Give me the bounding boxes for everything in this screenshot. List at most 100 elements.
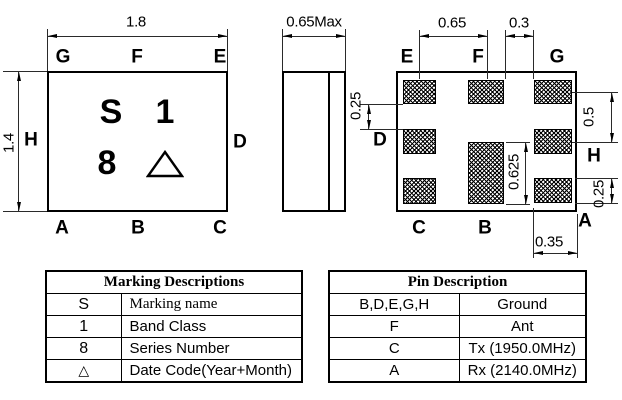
extension-line	[533, 30, 535, 79]
top-view-pin-label-f: F	[131, 46, 143, 68]
package-body-top-view	[47, 71, 228, 212]
extension-line	[572, 92, 618, 94]
marking-description: Marking name	[120, 293, 303, 316]
date-code-triangle-icon	[146, 150, 184, 178]
marking-description: Date Code(Year+Month)	[120, 359, 303, 383]
bottom-view-pin-label-d: D	[373, 129, 387, 151]
pin-name: F	[328, 315, 460, 338]
dimension-line	[534, 253, 577, 255]
arrowhead	[283, 34, 292, 38]
marking-symbol: S	[45, 293, 122, 316]
pin-function: Ant	[458, 315, 587, 338]
dimension-line	[506, 36, 533, 38]
top-view-pin-label-c: C	[213, 217, 227, 239]
extension-line	[575, 178, 618, 180]
arrowhead	[478, 34, 487, 38]
table-row: 8 Series Number	[45, 337, 303, 360]
pin-name: A	[328, 359, 460, 383]
top-view-pin-label-b: B	[131, 217, 145, 239]
extension-line	[506, 142, 530, 144]
extension-line	[3, 211, 47, 213]
extension-line	[3, 71, 47, 73]
table-header-row: Marking Descriptions	[45, 270, 303, 294]
pad-d	[403, 129, 436, 154]
arrowhead	[523, 143, 528, 152]
bottom-view-pin-label-e: E	[400, 46, 414, 68]
dim-row-pitch-y: 0.5	[580, 107, 598, 127]
extension-line	[487, 30, 489, 79]
pin-description-table: Pin Description B,D,E,G,H Ground F Ant C…	[328, 270, 587, 383]
top-view-pin-label-g: G	[55, 46, 71, 68]
marking-char-s: S	[99, 93, 123, 131]
extension-line	[575, 203, 618, 205]
marking-description: Series Number	[120, 337, 303, 360]
dimension-line	[18, 72, 20, 211]
arrowhead	[366, 120, 371, 129]
dim-pad-gap-x: 0.3	[509, 14, 529, 32]
table-row: 1 Band Class	[45, 315, 303, 338]
top-view-pin-label-a: A	[55, 217, 69, 239]
arrowhead	[609, 194, 614, 203]
arrowhead	[48, 34, 57, 38]
arrowhead	[336, 34, 345, 38]
arrowhead	[609, 179, 614, 188]
pad-h	[534, 129, 572, 154]
top-view-pin-label-h: H	[24, 129, 38, 151]
table-row: S Marking name	[45, 293, 303, 316]
arrowhead	[568, 251, 577, 255]
table-row: C Tx (1950.0MHz)	[328, 337, 587, 360]
dim-max-thickness: 0.65Max	[286, 13, 342, 31]
pad-f	[468, 80, 504, 104]
extension-line	[577, 214, 579, 258]
pin-table-title: Pin Description	[328, 270, 587, 294]
extension-line	[572, 142, 618, 144]
side-view-cap-line	[328, 73, 330, 210]
dimension-line	[368, 105, 370, 129]
dim-body-height: 1.4	[0, 133, 18, 153]
extension-line	[360, 129, 403, 131]
dimension-line	[525, 143, 527, 204]
dim-pad-a-width: 0.35	[535, 233, 563, 251]
dimension-line	[420, 36, 487, 38]
marking-table-title: Marking Descriptions	[45, 270, 303, 294]
arrowhead	[609, 133, 614, 142]
marking-symbol: 8	[45, 337, 122, 360]
marking-description: Band Class	[120, 315, 303, 338]
top-view-pin-label-e: E	[213, 46, 227, 68]
table-row: A Rx (2140.0MHz)	[328, 359, 587, 383]
extension-line	[360, 104, 403, 106]
arrowhead	[523, 195, 528, 204]
pin-function: Tx (1950.0MHz)	[458, 337, 587, 360]
extension-line	[227, 29, 229, 71]
dimension-line	[611, 93, 613, 142]
dimension-line	[48, 36, 227, 38]
table-row: F Ant	[328, 315, 587, 338]
dimension-line	[611, 179, 613, 203]
pin-name: B,D,E,G,H	[328, 293, 460, 316]
pad-g	[534, 80, 572, 104]
pin-function: Ground	[458, 293, 587, 316]
arrowhead	[420, 34, 429, 38]
extension-line	[419, 30, 421, 79]
marking-symbol-triangle: △	[45, 359, 122, 383]
arrowhead	[506, 34, 515, 38]
marking-char-8: 8	[97, 144, 117, 182]
bottom-view-pin-label-a: A	[578, 210, 592, 232]
pin-function: Rx (2140.0MHz)	[458, 359, 587, 383]
arrowhead	[534, 251, 543, 255]
pad-a	[534, 178, 572, 203]
dim-body-width: 1.8	[126, 13, 146, 31]
arrowhead	[609, 93, 614, 102]
table-row: △ Date Code(Year+Month)	[45, 359, 303, 383]
bottom-view-pin-label-f: F	[472, 46, 484, 68]
dim-pad-a-height: 0.25	[590, 180, 608, 208]
bottom-view-pin-label-h: H	[587, 145, 601, 167]
extension-line	[345, 29, 347, 71]
pin-name: C	[328, 337, 460, 360]
marking-table: Marking Descriptions S Marking name 1 Ba…	[45, 270, 303, 383]
package-body-side-view	[282, 71, 346, 212]
extension-line	[506, 204, 530, 206]
dim-pad-pitch-x: 0.65	[438, 14, 466, 32]
bottom-view-pin-label-b: B	[478, 217, 492, 239]
